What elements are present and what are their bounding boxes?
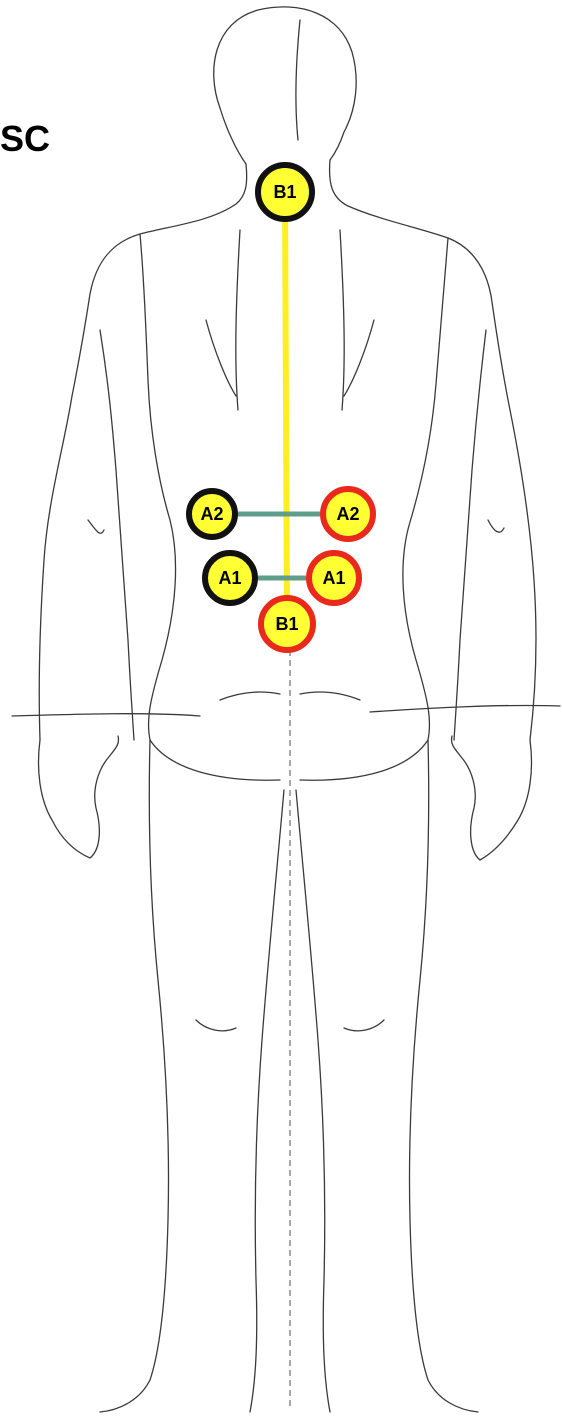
node-a2-right: A2 <box>323 489 373 539</box>
node-label: A2 <box>200 504 223 524</box>
node-a1-right: A1 <box>309 553 359 603</box>
node-b1-top: B1 <box>258 165 312 219</box>
node-label: B1 <box>275 614 298 634</box>
leg-right-outer <box>409 740 478 1412</box>
shoulder-right <box>330 160 537 740</box>
shoulder-left <box>39 164 246 740</box>
head-outline <box>214 7 356 160</box>
connection-b1-top-b1-bottom <box>285 192 287 624</box>
node-label: A1 <box>218 568 241 588</box>
node-a1-left: A1 <box>205 553 255 603</box>
leg-right-inner <box>296 790 330 1412</box>
leg-left-outer <box>100 740 169 1412</box>
leg-left-inner <box>250 790 284 1412</box>
node-label: B1 <box>273 182 296 202</box>
node-label: A1 <box>322 568 345 588</box>
torso-right <box>403 238 448 740</box>
hand-left <box>39 736 119 858</box>
node-b1-bottom: B1 <box>261 598 313 650</box>
hand-right <box>451 736 531 860</box>
node-label: A2 <box>336 504 359 524</box>
node-a2-left: A2 <box>189 491 235 537</box>
waist-line <box>12 714 200 716</box>
torso-left <box>140 234 176 740</box>
